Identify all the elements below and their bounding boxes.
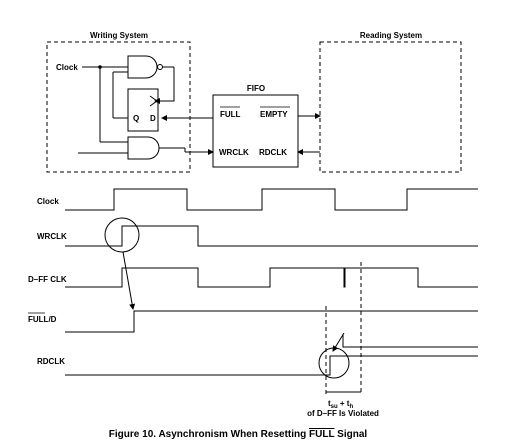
and-gate [127,136,160,160]
violation-annotation: of D–FF Is Violated [307,409,379,418]
nand-gate [127,55,158,79]
ff-q-pin: Q [133,114,139,123]
full-d-waveform-lower [342,334,478,348]
wrclk-edge-circle [104,217,140,253]
reading-system-box [319,41,462,173]
full-d-signal-label: FULL/D [28,315,57,324]
figure-caption: Figure 10. Asynchronism When Resetting F… [109,429,368,440]
full-d-waveform-upper [65,310,478,333]
fifo-empty-pin: EMPTY [260,110,288,119]
dff-clk-waveform [65,267,478,288]
wrclk-to-full-arrow [122,251,136,310]
fifo-full-pin: FULL [220,110,241,119]
rdclk-edge-circle [318,347,350,379]
clock-waveform [65,188,478,211]
nand-to-ff-clock-wire [154,67,175,104]
clock-signal-label: Clock [37,197,59,206]
writing-system-box [46,41,191,173]
writing-system-label: Writing System [90,31,148,40]
d-flip-flop [127,88,159,132]
ff-d-pin: D [150,114,156,123]
reading-system-label: Reading System [360,31,422,40]
wrclk-signal-label: WRCLK [37,232,67,241]
fifo-rdclk-pin: RDCLK [259,148,287,157]
nand-bubble [157,64,163,70]
fifo-block [212,94,299,168]
rdclk-waveform [65,355,478,376]
fifo-wrclk-pin: WRCLK [219,148,249,157]
dff-clk-signal-label: D–FF CLK [28,275,67,284]
ff-clock-triangle [149,95,158,107]
schematic-clock-label: Clock [56,63,78,72]
wrclk-waveform [65,225,478,247]
fifo-label: FIFO [247,84,265,93]
tsu-th-annotation: tsu + th [328,399,353,410]
rdclk-signal-label: RDCLK [37,357,65,366]
